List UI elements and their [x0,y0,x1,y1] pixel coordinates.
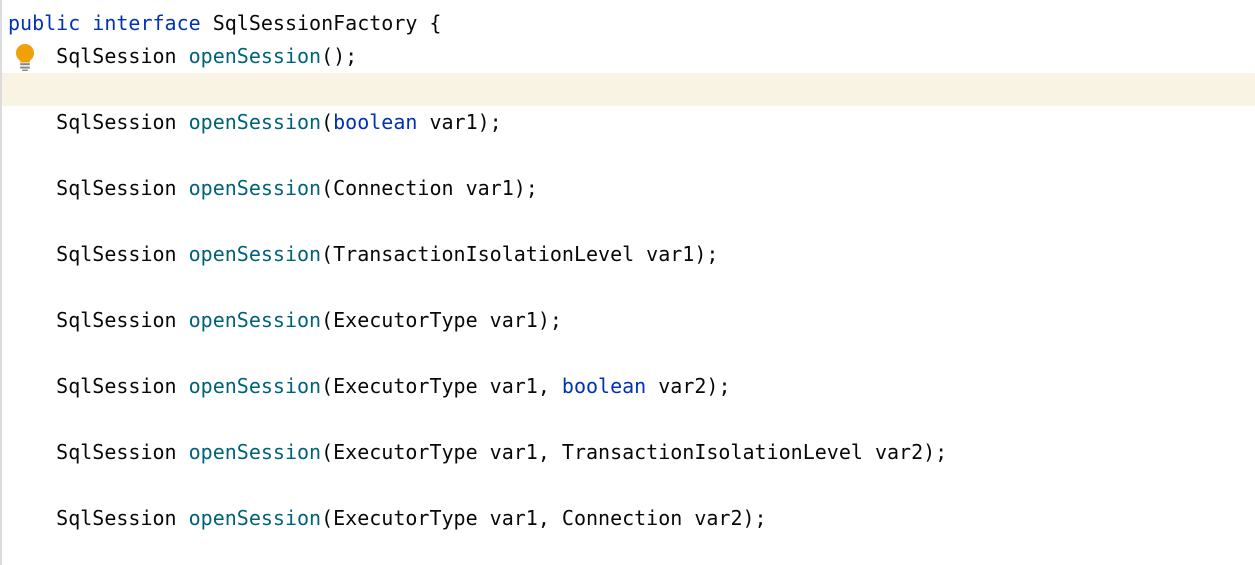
code-token-plain: (ExecutorType var1, Connection var2); [321,506,767,530]
code-line[interactable]: SqlSession openSession(boolean var1); [2,106,1255,139]
code-token-plain: SqlSession [8,308,189,332]
code-token-method: openSession [188,44,322,68]
code-line[interactable] [2,469,1255,502]
code-line[interactable] [2,139,1255,172]
code-token-method: openSession [188,110,322,134]
code-token-plain: (); [321,44,358,68]
code-token-plain: var2); [646,374,731,398]
code-token-plain: SqlSession [8,110,189,134]
intention-lightbulb-icon[interactable] [15,43,35,71]
code-token-plain: (TransactionIsolationLevel var1); [321,242,719,266]
code-line[interactable] [2,403,1255,436]
caret-row-highlight[interactable] [2,73,1255,106]
code-token-plain: (ExecutorType var1, [321,374,562,398]
code-token-plain: SqlSession [8,506,189,530]
code-line[interactable]: SqlSession openSession(ExecutorType var1… [2,304,1255,337]
code-token-plain: SqlSession [8,44,189,68]
code-token-plain: SqlSessionFactory { [200,11,442,35]
code-token-plain: SqlSession [8,374,189,398]
code-token-plain: (ExecutorType var1); [321,308,562,332]
code-token-keyword: boolean [333,110,418,134]
code-line[interactable]: SqlSession openSession(ExecutorType var1… [2,436,1255,469]
code-line[interactable]: SqlSession openSession(ExecutorType var1… [2,502,1255,535]
code-token-method: openSession [188,242,322,266]
code-line[interactable] [2,271,1255,304]
code-token-method: openSession [188,440,322,464]
code-token-plain: (Connection var1); [321,176,538,200]
code-token-plain: (ExecutorType var1, TransactionIsolation… [321,440,948,464]
code-token-plain: var1); [417,110,502,134]
code-token-method: openSession [188,308,322,332]
code-token-keyword: boolean [561,374,647,398]
code-token-keyword: public interface [8,11,201,35]
code-line[interactable]: SqlSession openSession(Connection var1); [2,172,1255,205]
code-line[interactable]: SqlSession openSession(TransactionIsolat… [2,238,1255,271]
code-token-plain: SqlSession [8,440,189,464]
code-line[interactable] [2,337,1255,370]
code-line[interactable]: public interface SqlSessionFactory { [2,7,1255,40]
code-token-method: openSession [188,506,322,530]
code-line[interactable] [2,205,1255,238]
code-token-method: openSession [188,374,322,398]
code-token-plain: ( [321,110,334,134]
code-token-plain: SqlSession [8,242,189,266]
code-token-method: openSession [188,176,322,200]
code-line[interactable]: SqlSession openSession(); [2,40,1255,73]
code-token-plain: SqlSession [8,176,189,200]
code-line[interactable] [2,535,1255,565]
code-line[interactable]: SqlSession openSession(ExecutorType var1… [2,370,1255,403]
